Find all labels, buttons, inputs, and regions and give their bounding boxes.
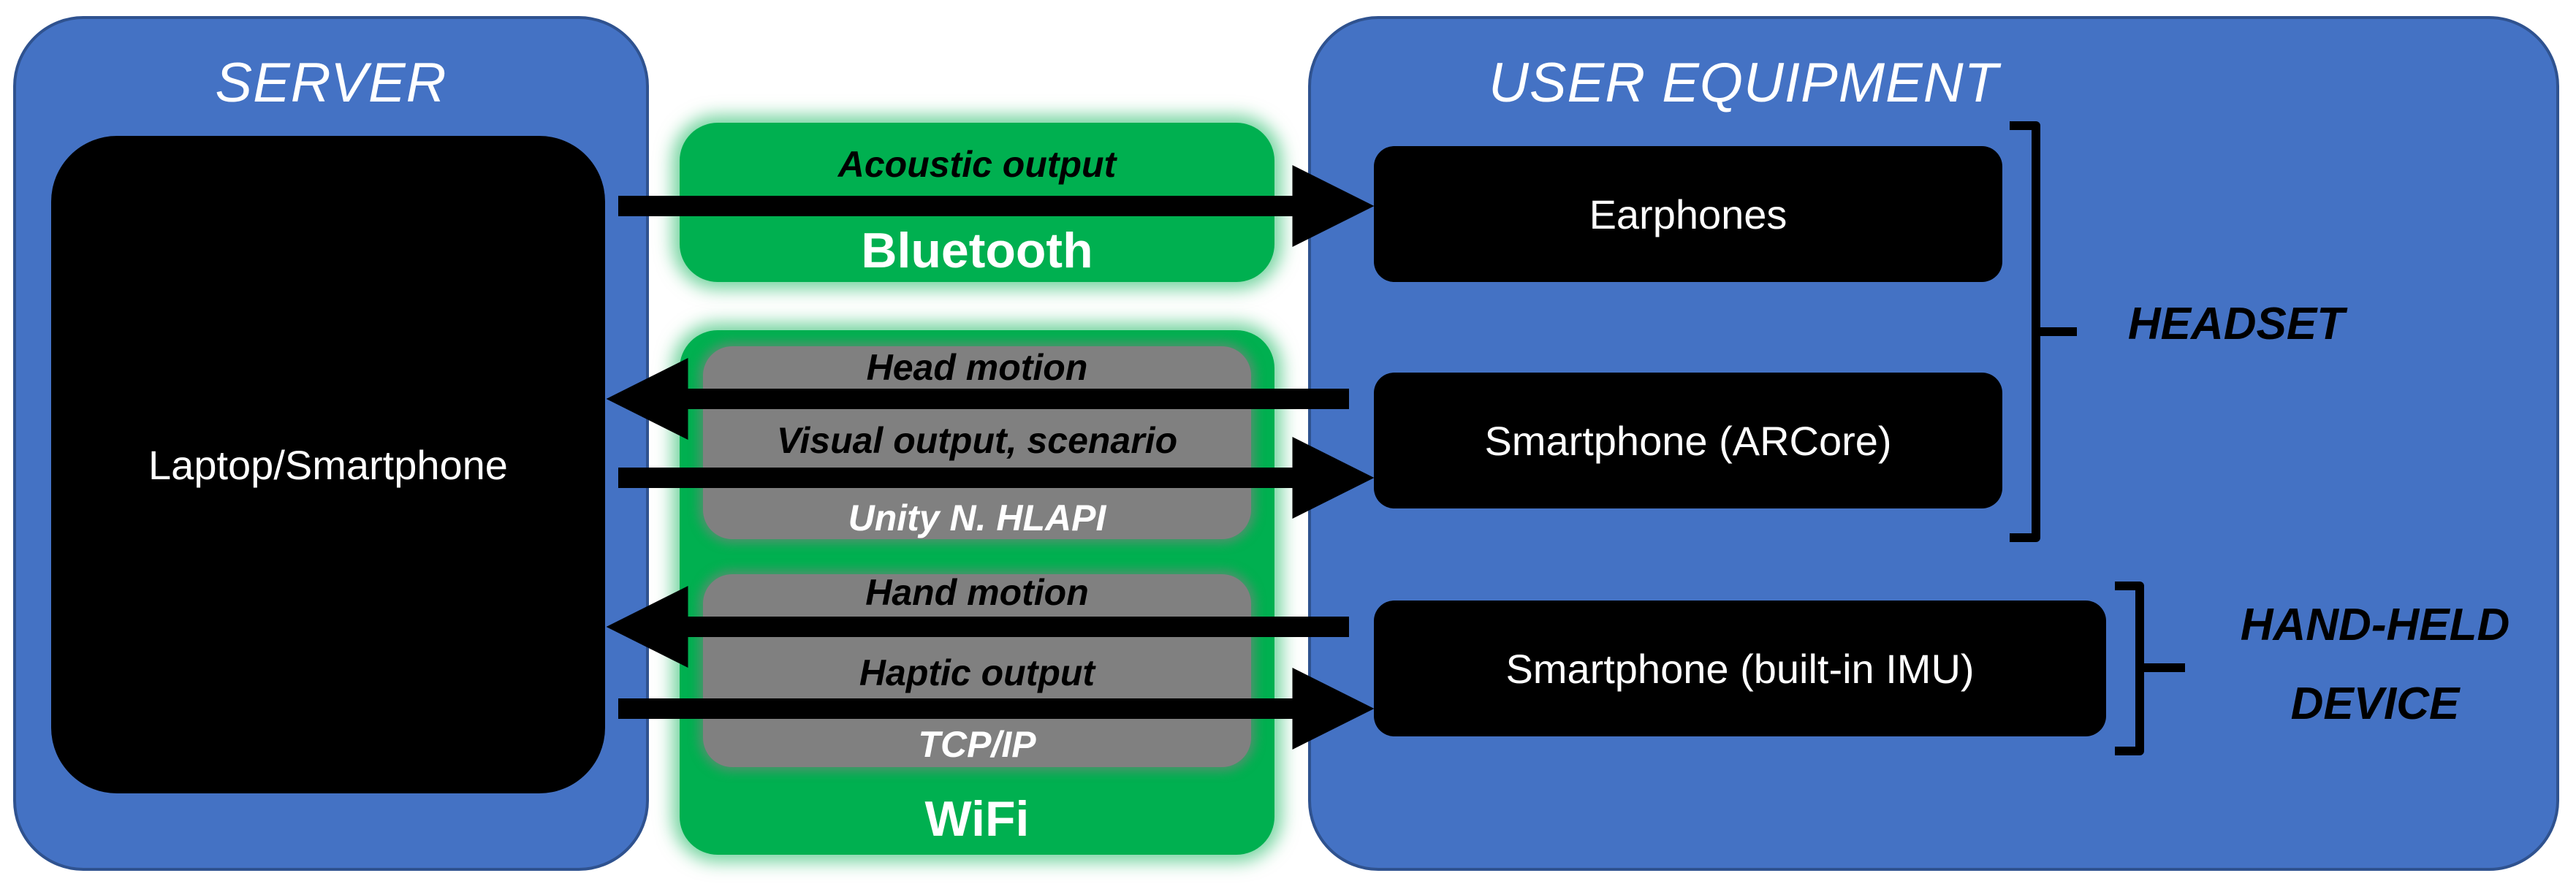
server-device: Laptop/Smartphone xyxy=(51,136,605,793)
tcp-ip-label: TCP/IP xyxy=(918,724,1036,765)
server-title: SERVER xyxy=(215,52,447,114)
unity-hlapi-label: Unity N. HLAPI xyxy=(848,498,1106,538)
earphones-device: Earphones xyxy=(1374,146,2002,282)
bluetooth-label: Bluetooth xyxy=(861,223,1093,278)
unity-hlapi-box xyxy=(703,346,1251,539)
visual-output-label: Visual output, scenario xyxy=(776,420,1178,461)
wifi-label: WiFi xyxy=(924,791,1030,847)
smartphone-imu-device: Smartphone (built-in IMU) xyxy=(1374,601,2106,736)
handheld-label-line1: HAND-HELD xyxy=(2240,600,2510,650)
smartphone-arcore-device: Smartphone (ARCore) xyxy=(1374,373,2002,508)
user-equipment-title: USER EQUIPMENT xyxy=(1488,52,1999,114)
handheld-label-line2: DEVICE xyxy=(2290,679,2460,729)
handheld-bracket xyxy=(2115,582,2185,755)
headset-label: HEADSET xyxy=(2127,299,2345,349)
headset-bracket xyxy=(2010,121,2077,542)
hand-motion-label: Hand motion xyxy=(865,572,1089,613)
tcp-ip-box xyxy=(703,574,1251,767)
haptic-output-label: Haptic output xyxy=(859,652,1095,693)
acoustic-output-label: Acoustic output xyxy=(837,144,1117,185)
head-motion-label: Head motion xyxy=(866,347,1088,388)
